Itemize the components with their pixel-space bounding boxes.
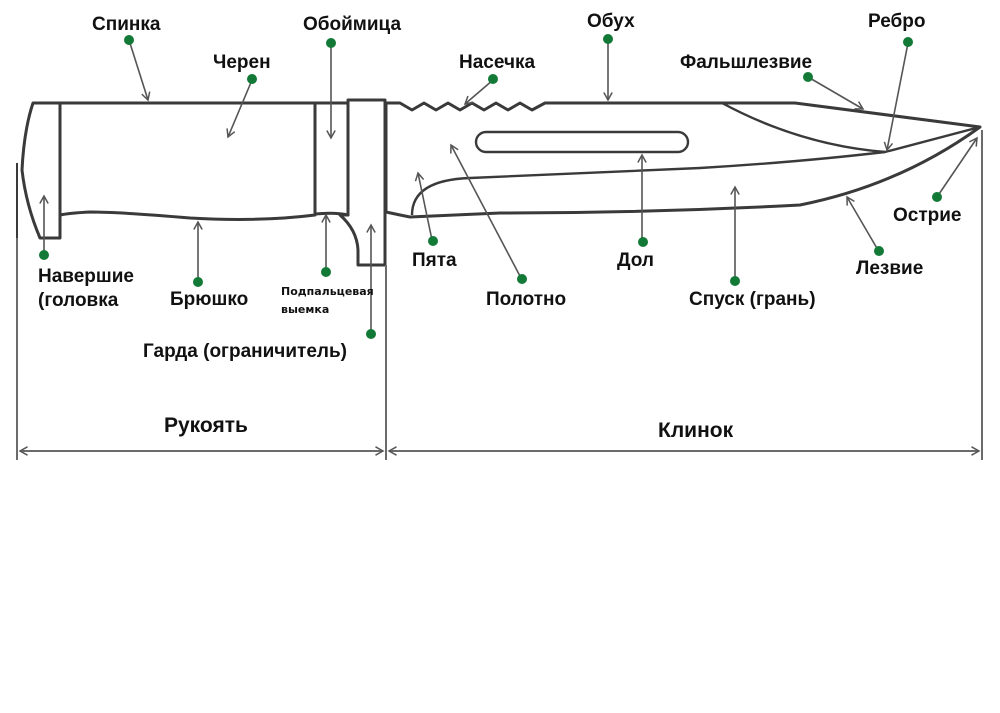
leaders <box>39 39 978 334</box>
dot-spinka <box>124 35 134 45</box>
dot-oboymitsa <box>326 38 336 48</box>
false-edge-line <box>721 101 886 154</box>
leader-lezvie <box>846 195 879 251</box>
dot-garda <box>366 329 376 339</box>
section-blade: Клинок <box>658 419 734 442</box>
dimension-lines: Рукоять Клинок <box>16 130 983 460</box>
leader-pyata <box>414 171 433 241</box>
label-cheren: Черен <box>213 52 271 73</box>
handle <box>16 98 387 267</box>
label-podpaltsevaya-line2: выемка <box>281 303 329 316</box>
dot-dol <box>638 237 648 247</box>
label-spusk: Спуск (грань) <box>689 289 816 310</box>
label-nasechka: Насечка <box>459 52 535 73</box>
leader-rebro <box>883 42 909 152</box>
grip-shape <box>58 101 317 221</box>
leader-spinka <box>128 39 151 102</box>
dot-polotno <box>517 274 527 284</box>
labels: Спинка Черен Обоймица Насечка Обух Фальш… <box>38 11 962 362</box>
dot-obukh <box>603 34 613 44</box>
leader-cheren <box>226 79 253 139</box>
label-ostrie: Острие <box>893 205 962 226</box>
label-navershie-line2: (головка <box>38 290 119 311</box>
dot-pyata <box>428 236 438 246</box>
leader-polotno <box>450 143 522 279</box>
dot-cheren <box>247 74 257 84</box>
pommel-shape <box>20 101 62 240</box>
label-pyata: Пята <box>412 250 457 271</box>
label-oboymitsa: Обоймица <box>303 14 401 35</box>
leader-falshlezvie <box>807 76 865 110</box>
label-podpaltsevaya-line1: Подпальцевая <box>281 285 374 298</box>
leader-nasechka <box>463 79 494 106</box>
blade-shape <box>384 101 982 219</box>
fuller-shape <box>474 130 690 154</box>
dot-bryushko <box>193 277 203 287</box>
dot-ostrie <box>932 192 942 202</box>
section-handle: Рукоять <box>164 414 248 437</box>
dot-rebro <box>903 37 913 47</box>
label-dots <box>39 34 942 339</box>
label-obukh: Обух <box>587 11 635 32</box>
dot-falshlezvie <box>803 72 813 82</box>
dot-lezvie <box>874 246 884 256</box>
leader-ostrie <box>936 136 978 198</box>
dot-podpaltsevaya <box>321 267 331 277</box>
label-garda: Гарда (ограничитель) <box>143 341 347 362</box>
label-navershie-line1: Навершие <box>38 266 134 287</box>
dot-nasechka <box>488 74 498 84</box>
dot-spusk <box>730 276 740 286</box>
label-lezvie: Лезвие <box>856 258 923 279</box>
label-polotno: Полотно <box>486 289 566 310</box>
label-rebro: Ребро <box>868 11 925 32</box>
label-spinka: Спинка <box>92 14 161 35</box>
blade <box>384 101 982 219</box>
label-dol: Дол <box>617 250 654 271</box>
guard-shape <box>338 98 387 267</box>
dot-navershie <box>39 250 49 260</box>
label-falshlezvie: Фальшлезвие <box>680 52 812 73</box>
label-bryushko: Брюшко <box>170 289 248 310</box>
grind-line <box>410 125 981 216</box>
